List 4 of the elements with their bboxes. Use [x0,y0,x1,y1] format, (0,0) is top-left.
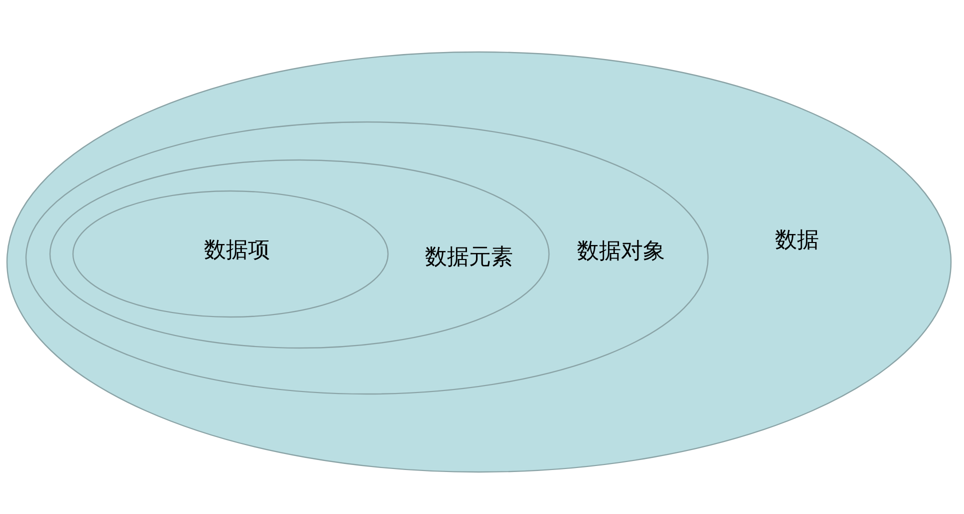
region-label: 数据对象 [577,241,665,263]
region-label: 数据元素 [425,247,513,269]
region-label: 数据 [775,230,819,252]
region-label: 数据项 [204,240,270,262]
